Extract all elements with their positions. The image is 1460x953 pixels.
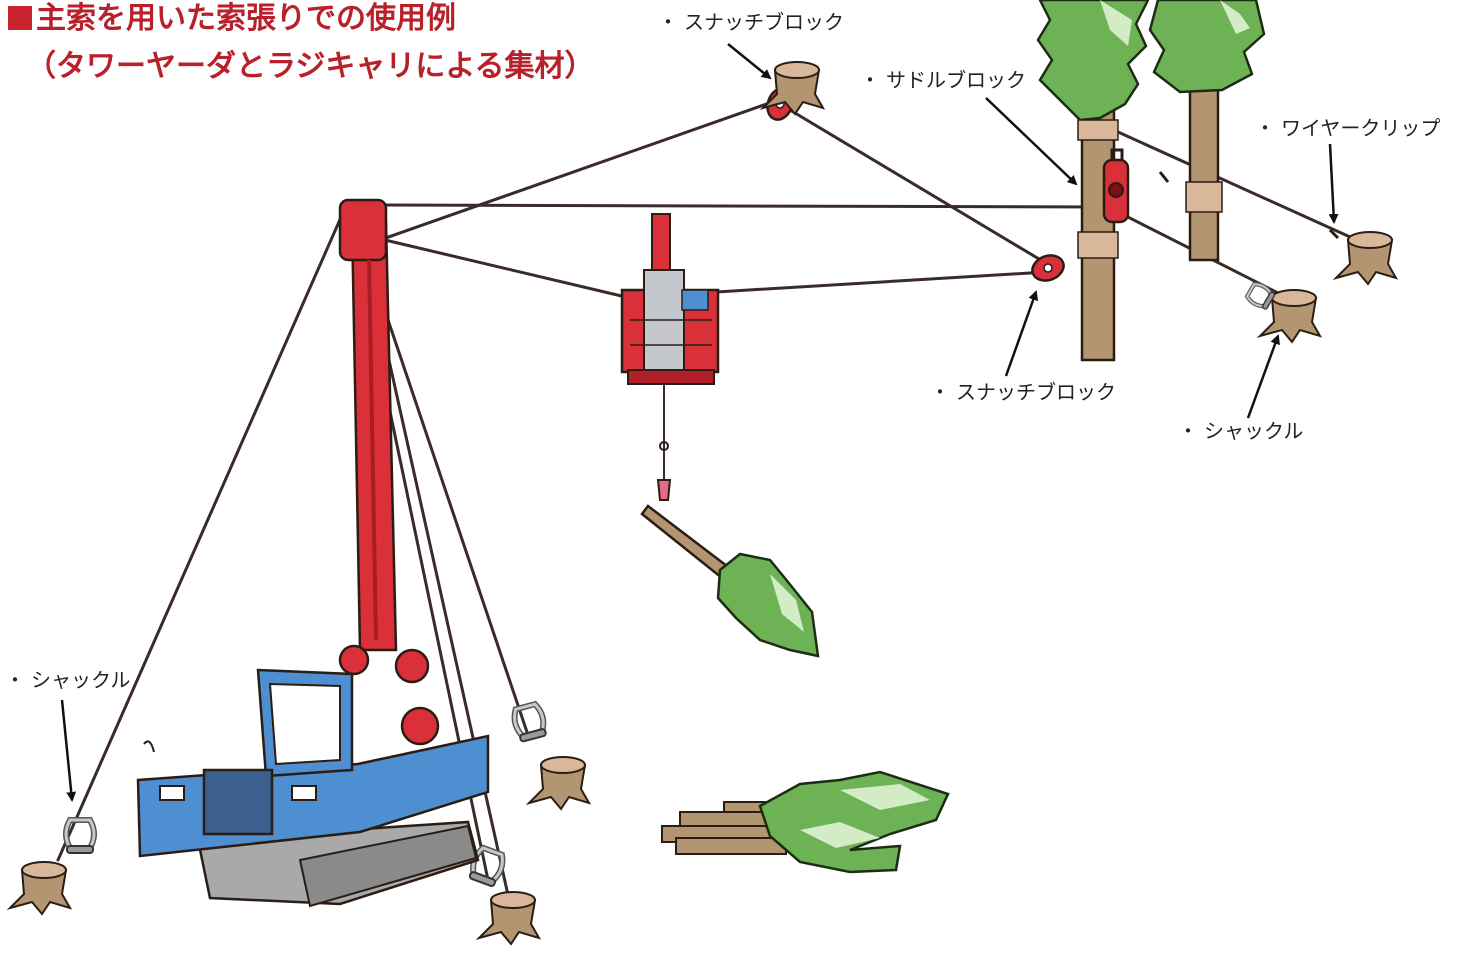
label-saddle-block: ・サドルブロック <box>860 70 1026 90</box>
label-text: スナッチブロック <box>956 380 1116 404</box>
diagram-subtitle: （タワーヤーダとラジキャリによる集材） <box>26 49 595 84</box>
bullet: ・ <box>658 10 678 34</box>
radio-carriage <box>620 213 720 385</box>
label-text: スナッチブロック <box>684 10 844 34</box>
hanging-log <box>640 504 820 658</box>
diagram-title: 主索を用いた索張りでの使用例 <box>8 4 456 34</box>
label-snatch-block-top: ・スナッチブロック <box>658 12 844 32</box>
standing-tree-front <box>1036 0 1150 362</box>
arrow-snatch-top <box>727 43 772 80</box>
label-shackle-right: ・シャックル <box>1178 421 1303 441</box>
label-snatch-block-mid: ・スナッチブロック <box>930 382 1116 402</box>
carriage-hook <box>656 441 672 501</box>
saddle-block <box>1102 148 1130 224</box>
wire-clip-marks <box>1158 171 1340 240</box>
bullet: ・ <box>860 68 880 92</box>
rope-top-block-to-mid-block <box>788 108 1046 264</box>
rope-tower-to-top-block <box>378 98 780 242</box>
arrow-shackle-right <box>1246 334 1280 419</box>
tower-yarder <box>136 198 490 908</box>
label-text: シャックル <box>31 668 131 692</box>
label-text: サドルブロック <box>886 68 1026 92</box>
label-text: シャックル <box>1204 419 1304 443</box>
arrow-clip <box>1328 143 1339 224</box>
bullet: ・ <box>5 668 25 692</box>
haul-line-2 <box>698 270 1048 295</box>
bullet: ・ <box>930 380 950 404</box>
label-shackle-left: ・シャックル <box>5 670 130 690</box>
title-square-icon <box>8 6 32 30</box>
skyline-rope <box>358 203 1112 209</box>
label-text: ワイヤークリップ <box>1281 116 1441 140</box>
title-line-1: 主索を用いた索張りでの使用例 <box>36 1 456 36</box>
snatch-block-mid <box>1031 254 1065 282</box>
haul-line <box>383 238 632 300</box>
log-pile <box>661 770 950 874</box>
label-wire-clip: ・ワイヤークリップ <box>1255 118 1440 138</box>
clip-anchor-rope <box>1116 130 1372 248</box>
arrow-saddle <box>985 97 1078 186</box>
arrow-shackle-left <box>60 699 77 802</box>
arrow-snatch-mid <box>1004 290 1039 377</box>
bullet: ・ <box>1255 116 1275 140</box>
guy-line-left <box>56 213 344 862</box>
bullet: ・ <box>1178 419 1198 443</box>
standing-tree-back <box>1148 0 1266 262</box>
